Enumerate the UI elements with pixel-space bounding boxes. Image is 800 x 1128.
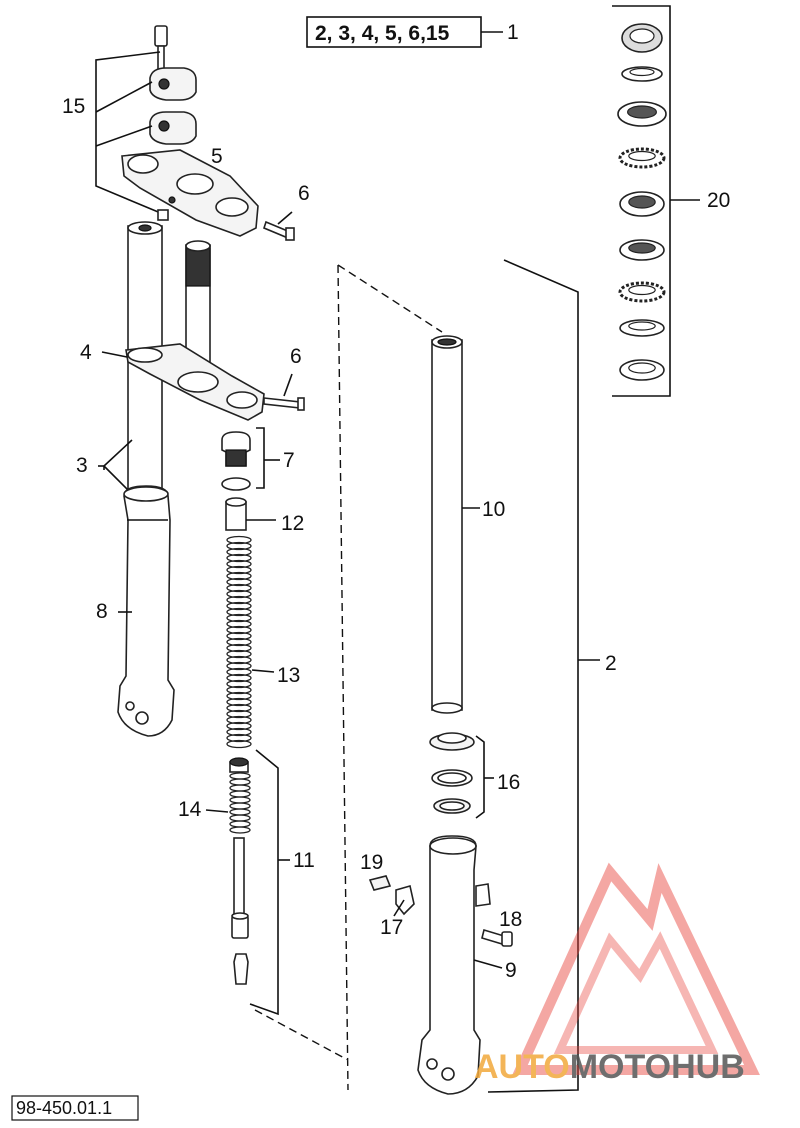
spring-coil: [226, 661, 252, 671]
drawing-code: 98-450.01.1: [16, 1098, 112, 1118]
callout-8: 8: [96, 600, 108, 623]
spring-coil: [229, 808, 251, 816]
spring-coil: [226, 697, 252, 707]
callout-20: 20: [707, 189, 730, 212]
callout-19: 19: [360, 851, 383, 874]
reference-group: 2, 3, 4, 5, 6,15 1: [306, 16, 519, 48]
top-clamp-assembly: 15 5 6: [62, 25, 310, 241]
spring-coil: [226, 547, 252, 557]
damper-rod-group: 14 11: [178, 749, 315, 1016]
spring-coil: [226, 577, 252, 587]
spring-coil: [226, 637, 252, 647]
spring-coil: [226, 541, 252, 551]
spring-coil: [229, 802, 251, 810]
spring-coil: [226, 583, 252, 593]
spring-coil: [226, 655, 252, 665]
spring-coil: [229, 778, 251, 786]
spring-coil: [226, 601, 252, 611]
callout-13: 13: [277, 664, 300, 687]
spring-coil: [226, 715, 252, 725]
callout-16: 16: [497, 771, 520, 794]
spring-coil: [226, 589, 252, 599]
spring-coil: [226, 649, 252, 659]
spring-coil: [226, 709, 252, 719]
bearing-inner: [628, 284, 656, 296]
callout-2: 2: [605, 652, 617, 675]
spring-coil: [226, 619, 252, 629]
bearing-inner: [628, 150, 656, 162]
callout-18: 18: [499, 908, 522, 931]
svg-text:AUTOMOTOHUB: AUTOMOTOHUB: [474, 1048, 745, 1086]
bearing-inner: [629, 28, 655, 44]
spring-coil: [229, 820, 251, 828]
headset-bearing-set: 20: [612, 5, 730, 397]
reference-list: 2, 3, 4, 5, 6,15: [315, 22, 450, 45]
watermark-part-3: HUB: [671, 1048, 745, 1086]
exploded-fork-right: 2 10 16 9 19 17 18: [360, 259, 617, 1095]
spring-coil: [226, 535, 252, 545]
spring-coil: [226, 703, 252, 713]
spring-coil: [226, 739, 252, 749]
callout-3: 3: [76, 454, 88, 477]
assembled-fork-left: 4 6 3 8: [76, 221, 305, 737]
spring-coil: [226, 595, 252, 605]
assembly-dashed-frame: [254, 264, 443, 1091]
watermark-part-1: AUTO: [474, 1048, 570, 1086]
bearing-inner: [628, 321, 656, 331]
cap-spring-group: 7 12 13: [221, 427, 304, 749]
spring-coil: [226, 679, 252, 689]
watermark-part-2: MOTO: [570, 1048, 671, 1086]
drawing-code-group: 98-450.01.1: [11, 1095, 139, 1121]
callout-9: 9: [505, 959, 517, 982]
stem-thread: [185, 240, 211, 287]
spring-coil: [226, 559, 252, 569]
spring-coil: [226, 721, 252, 731]
spring-coil: [226, 613, 252, 623]
rebound-spring: [229, 772, 251, 834]
callout-1: 1: [507, 21, 519, 44]
spring-coil: [226, 553, 252, 563]
spring-coil: [229, 814, 251, 822]
spring-coil: [226, 643, 252, 653]
bearing-inner: [628, 242, 656, 254]
callout-6-top: 6: [298, 182, 310, 205]
spring-coil: [229, 796, 251, 804]
callout-15: 15: [62, 95, 85, 118]
callout-10: 10: [482, 498, 505, 521]
spring-coil: [226, 571, 252, 581]
spring-coil: [226, 667, 252, 677]
callout-12: 12: [281, 512, 304, 535]
bearing-inner: [628, 362, 656, 374]
spring-coil: [229, 772, 251, 780]
callout-4: 4: [80, 341, 92, 364]
bearing-inner: [628, 195, 656, 209]
automotohub-watermark: AUTOMOTOHUB: [474, 862, 760, 1086]
spring-coil: [229, 826, 251, 834]
spring-coil: [226, 673, 252, 683]
callout-14: 14: [178, 798, 202, 821]
bearing-inner: [626, 105, 657, 119]
bearing-inner: [629, 67, 655, 77]
callout-5: 5: [211, 145, 223, 168]
spring-coil: [226, 625, 252, 635]
spring-coil: [226, 565, 252, 575]
spring-coil: [229, 790, 251, 798]
spring-coil: [226, 685, 252, 695]
spring-coil: [226, 727, 252, 737]
bearing-stack: [617, 23, 667, 381]
spring-coil: [226, 733, 252, 743]
callout-11: 11: [293, 849, 315, 872]
spring-coil: [226, 607, 252, 617]
spring-coil: [226, 691, 252, 701]
callout-17: 17: [380, 916, 403, 939]
fork-spring: [226, 535, 252, 749]
reference-box: [306, 16, 482, 48]
spring-coil: [226, 631, 252, 641]
callout-7: 7: [283, 449, 295, 472]
callout-6-bottom: 6: [290, 345, 302, 368]
spring-coil: [229, 784, 251, 792]
